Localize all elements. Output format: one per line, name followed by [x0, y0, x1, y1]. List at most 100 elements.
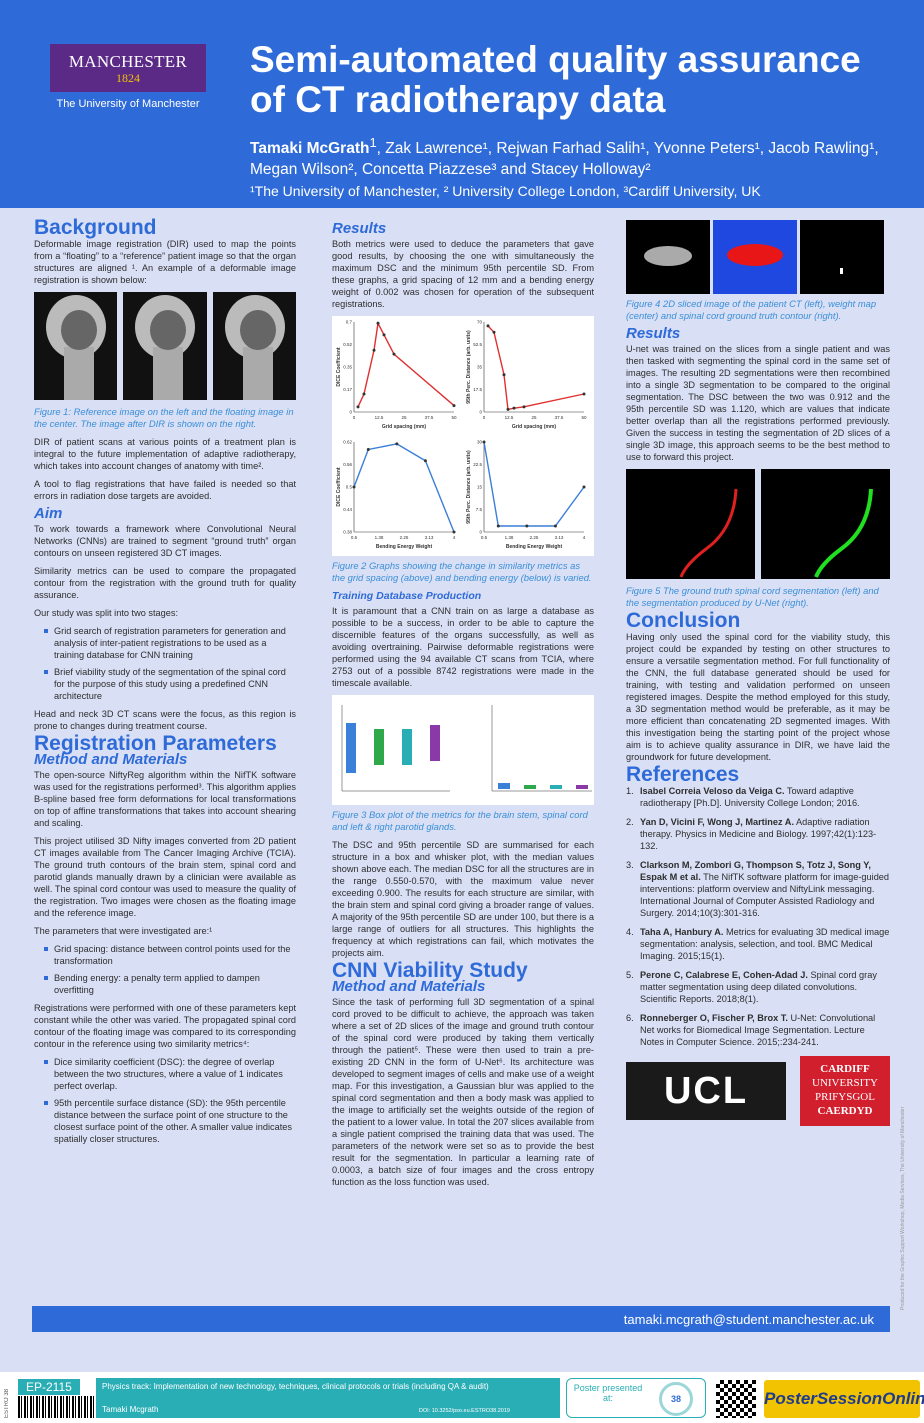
x-tick-label: 1.38 — [505, 535, 514, 540]
figure-3-caption: Figure 3 Box plot of the metrics for the… — [332, 809, 588, 832]
conclusion-heading: Conclusion — [626, 609, 741, 632]
y-tick-label: 0.56 — [343, 462, 352, 467]
data-point — [352, 485, 356, 489]
other-authors: , Zak Lawrence¹, Rejwan Farhad Salih¹, Y… — [250, 140, 879, 179]
poster-title: Semi-automated quality assurance of CT r… — [250, 39, 861, 120]
track-text: Physics track: Implementation of new tec… — [102, 1382, 489, 1391]
poster-id: EP-2115 — [18, 1379, 80, 1395]
figure-1-caption: Figure 1: Reference image on the left an… — [34, 406, 294, 429]
data-point — [423, 459, 427, 463]
data-point — [582, 485, 586, 489]
reference-item: 1.Isabel Correia Veloso da Veiga C. Towa… — [626, 785, 890, 809]
x-tick-label: 0 — [483, 415, 486, 420]
doi[interactable]: DOI: 10.3252/pso.eu.ESTRO38.2019 — [418, 1408, 510, 1414]
background-heading: Background — [34, 216, 157, 239]
series-line — [483, 441, 585, 527]
background-p3: A tool to flag registrations that have f… — [34, 479, 296, 501]
y-tick-label: 0.52 — [343, 342, 352, 347]
lead-author-sup: 1 — [369, 135, 377, 150]
x-tick-label: 3.13 — [425, 535, 434, 540]
x-tick-label: 4 — [583, 535, 586, 540]
cnn-heading: CNN Viability Study — [332, 959, 528, 982]
box-right-parotid — [430, 725, 440, 761]
data-point — [492, 330, 496, 334]
series-line — [487, 325, 585, 411]
reg-parameters: Grid spacing: distance between control p… — [44, 943, 296, 996]
ground-truth-segmentation — [626, 469, 755, 579]
y-axis-label: 95th Perc. Distance (arb. units) — [466, 450, 472, 524]
lead-author: Tamaki McGrath — [250, 140, 370, 158]
data-point — [356, 405, 360, 409]
results-heading: Results — [332, 220, 387, 237]
registration-subheading: Method and Materials — [34, 751, 188, 768]
cnn-p1: Since the task of performing full 3D seg… — [332, 997, 594, 1187]
results-2-heading: Results — [626, 325, 681, 342]
reference-text: Metrics for evaluating 3D medical image … — [640, 927, 890, 961]
list-item: 95th percentile surface distance (SD): t… — [44, 1097, 296, 1145]
logo-university: The University of Manchester — [56, 98, 200, 110]
data-point — [395, 442, 399, 446]
reference-authors: Taha A, Hanbury A. — [640, 927, 724, 937]
reference-text: The NifTK software platform for image-gu… — [640, 872, 890, 918]
reference-item: 6.Ronneberger O, Fischer P, Brox T. U-Ne… — [626, 1012, 890, 1048]
results-p3: The DSC and 95th percentile SD are summa… — [332, 840, 594, 958]
data-point — [482, 440, 486, 444]
x-tick-label: 25 — [401, 415, 407, 420]
ct-reference-image — [34, 292, 118, 400]
series-line — [357, 321, 455, 408]
reference-text: Adaptive radiation therapy. Physics in M… — [640, 817, 877, 851]
list-item: Grid search of registration parameters f… — [44, 625, 296, 661]
weight-map-image — [713, 220, 797, 294]
box-left-parotid — [402, 729, 412, 765]
data-point — [553, 524, 557, 528]
reference-number: 6. — [626, 1013, 634, 1023]
presented-label: Poster presented at: — [573, 1383, 643, 1403]
data-point — [522, 405, 526, 409]
aim-p2: Similarity metrics can be used to compar… — [34, 566, 296, 600]
figure-5-images — [626, 469, 890, 579]
x-tick-label: 1.38 — [375, 535, 384, 540]
ucl-logo: UCL — [626, 1062, 786, 1120]
x-axis-label: Grid spacing (mm) — [382, 424, 427, 430]
cnn-subheading: Method and Materials — [332, 978, 486, 995]
aim-p4: Head and neck 3D CT scans were the focus… — [34, 709, 296, 731]
list-item: Bending energy: a penalty term applied t… — [44, 972, 296, 996]
x-tick-label: 0.5 — [351, 535, 358, 540]
list-item: Dice similarity coefficient (DSC): the d… — [44, 1056, 296, 1092]
qr-code[interactable] — [716, 1380, 756, 1418]
y-tick-label: 0.38 — [343, 530, 352, 535]
aim-stages: Grid search of registration parameters f… — [44, 625, 296, 702]
poster-session-online-logo[interactable]: PosterSessionOnline — [764, 1380, 924, 1418]
list-item: Brief viability study of the segmentatio… — [44, 666, 296, 702]
aim-heading: Aim — [34, 505, 63, 522]
reference-text: Spinal cord gray matter segmentation usi… — [640, 970, 877, 1004]
contact-email[interactable]: tamaki.mcgrath@student.manchester.ac.uk — [623, 1312, 874, 1327]
data-point — [582, 392, 586, 396]
aim-p1: To work towards a framework where Convol… — [34, 524, 296, 558]
list-item: Grid spacing: distance between control p… — [44, 943, 296, 967]
barcode — [18, 1396, 94, 1418]
x-tick-label: 12.5 — [375, 415, 384, 420]
box-spinal-cord — [374, 729, 384, 765]
x-tick-label: 12.5 — [505, 415, 514, 420]
y-tick-label: 70 — [477, 320, 483, 325]
cardiff-line-1: CARDIFF — [820, 1063, 870, 1075]
x-tick-label: 2.25 — [530, 535, 539, 540]
affiliations: ¹The University of Manchester, ² Univers… — [250, 183, 761, 199]
x-tick-label: 25 — [531, 415, 537, 420]
data-point — [525, 524, 529, 528]
data-point — [506, 407, 510, 411]
reference-list: 1.Isabel Correia Veloso da Veiga C. Towa… — [626, 785, 890, 1048]
x-axis-label: Bending Energy Weight — [506, 544, 563, 550]
box-brain-stem — [346, 723, 356, 773]
x-axis-label: Bending Energy Weight — [376, 544, 433, 550]
y-axis-label: 95th Perc. Distance (arb. units) — [466, 330, 472, 404]
ground-truth-contour-image — [800, 220, 884, 294]
figure-5-caption: Figure 5 The ground truth spinal cord se… — [626, 585, 879, 608]
partner-logos: UCL CARDIFF UNIVERSITY PRIFYSGOL CAERDYD — [626, 1056, 890, 1126]
y-tick-label: 0.5 — [346, 485, 353, 490]
y-tick-label: 52.5 — [473, 342, 482, 347]
column-2: Results Both metrics were used to deduce… — [332, 220, 594, 1194]
reg-p2: This project utilised 3D Nifty images co… — [34, 836, 296, 918]
y-tick-label: 22.5 — [473, 462, 482, 467]
